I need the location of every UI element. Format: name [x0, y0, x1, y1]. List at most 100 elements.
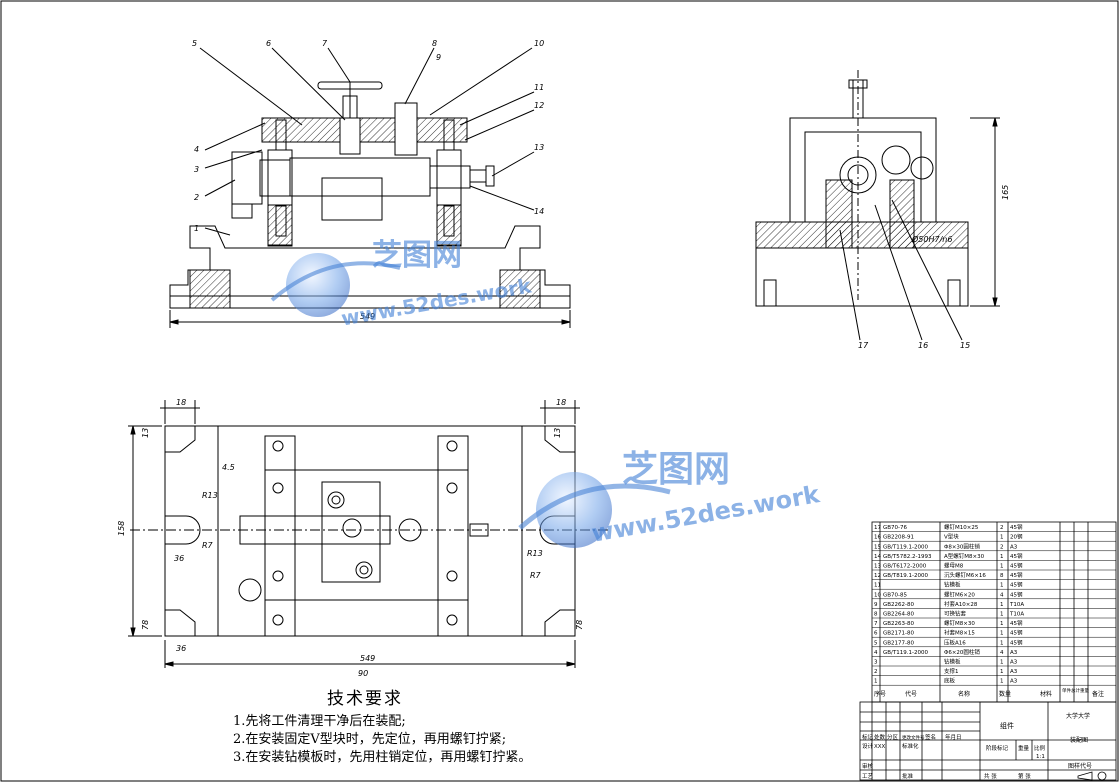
front-view-labels: 5 6 7 8 9 10 11 12 13 14 4 3 2 1 549 — [192, 39, 544, 321]
tech-requirements-title: 技术要求 — [327, 689, 403, 709]
svg-text:共 张: 共 张 — [984, 772, 997, 780]
projection-symbol-icon — [1077, 771, 1107, 781]
bom-cell-name: A型螺钉M8×30 — [944, 552, 985, 560]
svg-text:组件: 组件 — [1000, 721, 1014, 730]
bom-cell-name: 可换钻套 — [944, 610, 967, 618]
bom-cell-no: 9 — [874, 602, 878, 608]
dim-13-b: 13 — [553, 428, 562, 438]
dim-18-right: 18 — [556, 398, 566, 407]
bom-cell-code: GB/T119.1-2000 — [883, 650, 928, 656]
tech-requirement-3: 3.在安装钻模板时，先用柱销定位，再用螺钉拧紧。 — [233, 750, 532, 765]
bom-cell-name: 螺钉M8×30 — [944, 619, 975, 627]
callout-11: 11 — [534, 83, 544, 92]
bom-cell-mat: 45钢 — [1010, 629, 1023, 637]
svg-text:备注: 备注 — [1092, 690, 1104, 698]
bom-cell-code: GB2177-80 — [883, 640, 915, 646]
bom-cell-code: GB/T119.1-2000 — [883, 544, 928, 550]
dim-36-a: 36 — [174, 554, 184, 563]
base-left-hatch — [189, 269, 231, 309]
radius-r13-right: R13 — [527, 549, 543, 558]
bom-cell-name: Φ8×30圆柱销 — [944, 542, 980, 550]
title-block-text: 标记 处数 分区 更改文件号 签名 年月日 设计 XXX 标准化 阶段标记 重量… — [862, 712, 1092, 780]
callout-2: 2 — [194, 193, 199, 202]
bom-cell-no: 8 — [874, 612, 878, 618]
callout-5: 5 — [192, 39, 197, 48]
bom-cell-no: 4 — [874, 650, 878, 656]
top-dim-549: 549 — [360, 654, 375, 663]
svg-text:名称: 名称 — [958, 690, 970, 698]
callout-16: 16 — [918, 341, 928, 350]
svg-text:大学大学: 大学大学 — [1066, 712, 1090, 720]
callout-13: 13 — [534, 143, 544, 152]
bom-cell-mat: A3 — [1010, 679, 1018, 685]
svg-text:序号: 序号 — [874, 690, 886, 698]
radius-r7-left: R7 — [202, 541, 214, 550]
bom-cell-no: 6 — [874, 631, 878, 637]
bom-cell-no: 2 — [874, 669, 878, 675]
bom-cell-name: Φ6×20圆柱销 — [944, 648, 980, 656]
bom-cell-code: GB2262-80 — [883, 602, 915, 608]
dim-18-left: 18 — [176, 398, 186, 407]
bom-cell-mat: A3 — [1010, 669, 1018, 675]
watermark-logo-icon — [270, 253, 671, 548]
bom-cell-name: 衬套M8×15 — [944, 629, 975, 637]
bom-cell-qty: 1 — [1000, 612, 1004, 618]
top-dim-90: 90 — [358, 669, 368, 678]
bom-cell-qty: 2 — [1000, 544, 1004, 550]
callout-3: 3 — [194, 165, 199, 174]
bom-cell-qty: 1 — [1000, 602, 1004, 608]
svg-text:分区: 分区 — [887, 733, 899, 741]
callout-6: 6 — [266, 39, 271, 48]
bom-cell-qty: 8 — [1000, 573, 1004, 579]
bom-cell-no: 1 — [874, 679, 878, 685]
bom-cell-name: 螺钉M6×20 — [944, 590, 975, 598]
callout-8: 8 — [432, 39, 437, 48]
bom-cell-no: 3 — [874, 660, 878, 666]
radius-r13-left: R13 — [202, 491, 218, 500]
callout-9: 9 — [436, 53, 441, 62]
front-view — [169, 47, 571, 328]
bom-cell-code: GB2264-80 — [883, 612, 915, 618]
base-right-hatch — [499, 269, 541, 309]
callout-10: 10 — [534, 39, 544, 48]
bom-cell-code: GB2263-80 — [883, 621, 915, 627]
bom-header: 序号 代号 名称 数量 材料 单件总计重量 备注 — [874, 687, 1104, 698]
bom-cell-no: 13 — [874, 564, 881, 570]
svg-text:单件总计重量: 单件总计重量 — [1062, 687, 1089, 694]
bom-cell-name: 沉头螺钉M6×16 — [944, 571, 986, 579]
bom-cell-no: 12 — [874, 573, 881, 579]
bom-cell-qty: 1 — [1000, 535, 1004, 541]
bom-cell-no: 5 — [874, 640, 878, 646]
svg-text:工艺: 工艺 — [862, 773, 874, 780]
svg-text:审核: 审核 — [862, 762, 874, 770]
bom-cell-code: GB2208-91 — [883, 535, 914, 541]
bom-cell-qty: 1 — [1000, 631, 1004, 637]
svg-text:数量: 数量 — [999, 690, 1011, 698]
svg-text:装配图: 装配图 — [1070, 736, 1088, 744]
dim-158: 158 — [117, 521, 126, 536]
bom-cell-qty: 1 — [1000, 554, 1004, 560]
top-view-labels: 18 18 4.5 R13 R7 R13 R7 158 13 13 78 78 … — [117, 398, 584, 678]
svg-text:标记: 标记 — [862, 733, 874, 741]
bom-cell-mat: 45钢 — [1010, 552, 1023, 560]
title-block — [859, 701, 1117, 781]
left-slot — [165, 515, 201, 545]
bom-cell-name: 螺钉M10×25 — [944, 523, 979, 531]
bom-cell-no: 17 — [874, 525, 881, 531]
bom-cell-mat: T10A — [1009, 602, 1024, 608]
top-drill-plate — [264, 469, 469, 601]
bom-cell-mat: T10A — [1009, 612, 1024, 618]
svg-text:材料: 材料 — [1040, 690, 1052, 698]
radius-r7-right: R7 — [530, 571, 542, 580]
dim-13-a: 13 — [141, 428, 150, 438]
front-dim-549: 549 — [360, 312, 375, 321]
bom-cell-name: 衬套A10×28 — [944, 600, 978, 608]
svg-text:代号: 代号 — [905, 690, 917, 698]
bom-cell-name: 钻模板 — [944, 581, 961, 589]
dim-78-a: 78 — [141, 620, 150, 630]
svg-text:签名: 签名 — [925, 733, 936, 741]
bom-cell-no: 11 — [874, 583, 881, 589]
bom-cell-qty: 1 — [1000, 660, 1004, 666]
left-block — [231, 151, 263, 205]
